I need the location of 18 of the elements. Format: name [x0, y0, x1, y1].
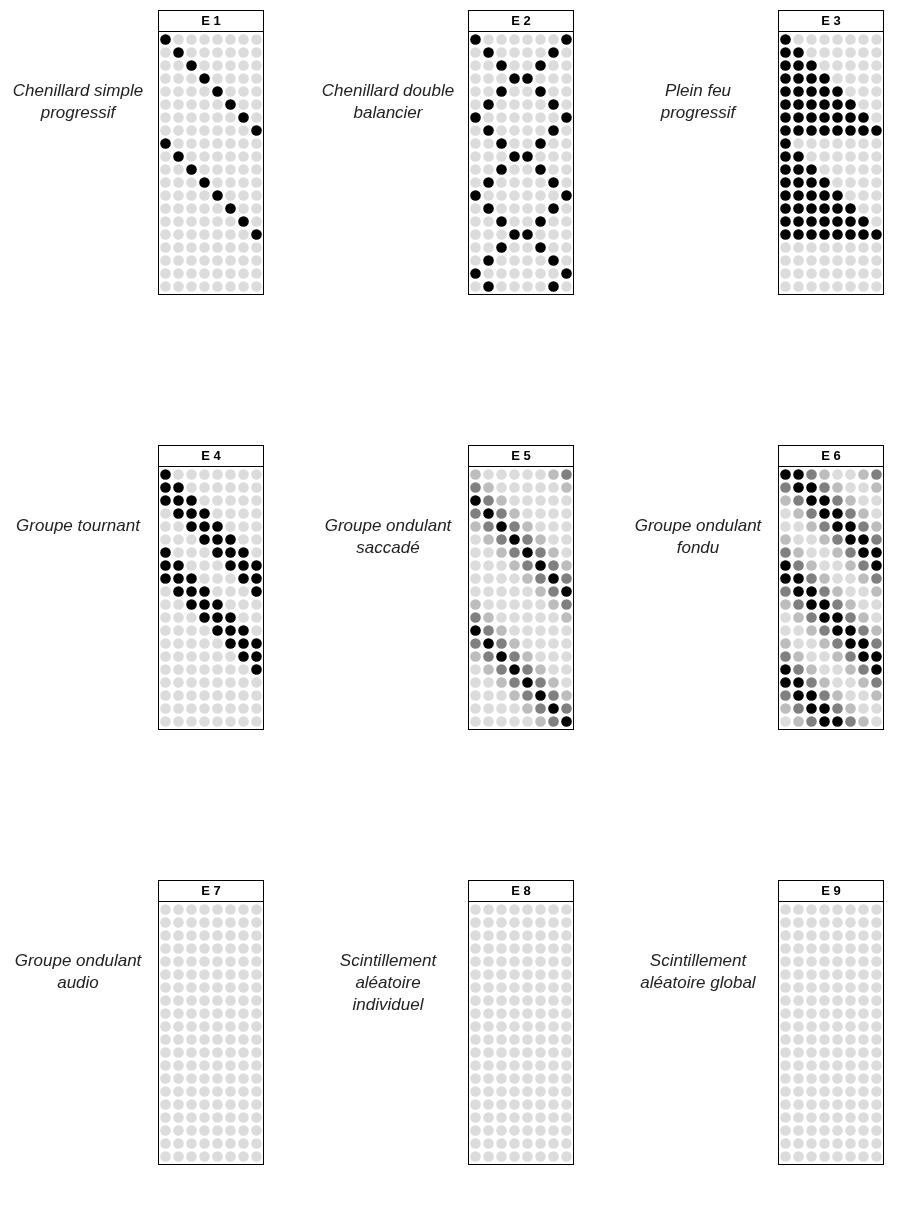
panel-header: E 2: [469, 11, 573, 32]
effect-name: Groupe tournant: [15, 515, 142, 537]
panel-header: E 6: [779, 446, 883, 467]
effect-name: Scintillement aléatoire global: [639, 950, 757, 994]
panel-header: E 9: [779, 881, 883, 902]
effect-name: Scintillement aléatoire individuel: [338, 950, 438, 1016]
effect-name: Groupe ondulant audio: [13, 950, 143, 994]
effect-name: Plein feu progressif: [659, 80, 738, 124]
effect-name: Chenillard simple progressif: [11, 80, 145, 124]
panel-header: E 3: [779, 11, 883, 32]
effect-name: Groupe ondulant fondu: [633, 515, 763, 559]
panel-header: E 5: [469, 446, 573, 467]
panel-header: E 7: [159, 881, 263, 902]
effect-name: Groupe ondulant saccadé: [323, 515, 453, 559]
panel-header: E 1: [159, 11, 263, 32]
panel-header: E 8: [469, 881, 573, 902]
effect-name: Chenillard double balancier: [320, 80, 456, 124]
panel-header: E 4: [159, 446, 263, 467]
